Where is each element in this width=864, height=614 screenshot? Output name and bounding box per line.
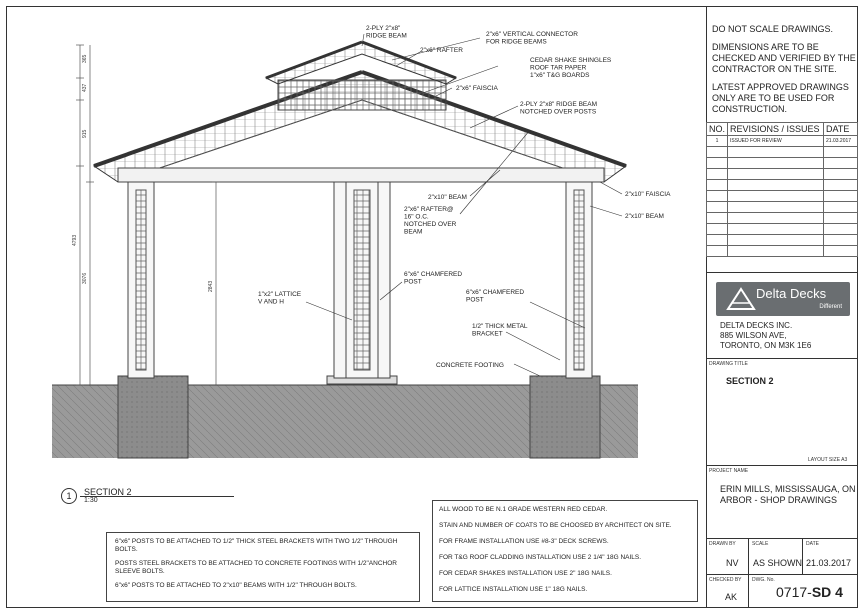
callout-beam-2x10: 2"x10" BEAM [428, 194, 467, 201]
company-street: 885 WILSON AVE, [720, 331, 787, 340]
callout-faiscia-right: 2"x10" FAISCIA [625, 191, 671, 198]
post-note: POSTS STEEL BRACKETS TO BE ATTACHED TO C… [115, 560, 397, 575]
footing-left [117, 375, 189, 459]
general-note: FOR FRAME INSTALLATION USE #8-3" DECK SC… [439, 538, 609, 545]
company-name: DELTA DECKS INC. [720, 321, 793, 330]
dim-4793: 4793 [72, 235, 78, 246]
leader-lines [305, 33, 623, 377]
note-dimensions: DIMENSIONS ARE TO BE CHECKED AND VERIFIE… [712, 42, 856, 74]
date-value: 21.03.2017 [806, 558, 852, 568]
section-scale: 1:30 [84, 497, 98, 504]
general-note: FOR T&G ROOF CLADDING INSTALLATION USE 2… [439, 554, 642, 561]
post-note: 6"x6" POSTS TO BE ATTACHED TO 1/2" THICK… [115, 538, 398, 553]
footing-right [529, 375, 601, 459]
dim-365: 365 [82, 54, 88, 63]
general-notes-box: ALL WOOD TO BE N.1 GRADE WESTERN RED CED… [432, 500, 698, 602]
date-label: DATE [806, 541, 819, 547]
callout-rafter-top: 2"x6" RAFTER [420, 47, 463, 54]
project-name-label: PROJECT NAME [709, 468, 749, 474]
tb-divider [706, 574, 858, 575]
tb-vertical [748, 538, 749, 608]
dwg-no: 0717-SD 4 [776, 584, 843, 600]
checked-by: AK [725, 592, 738, 602]
note-no-scale: DO NOT SCALE DRAWINGS. [712, 24, 834, 34]
company-city: TORONTO, ON M3K 1E6 [720, 341, 812, 350]
callout-faiscia-top: 2"x6" FAISCIA [456, 85, 498, 92]
dwg-no-prefix: 0717- [776, 584, 812, 600]
section-title: SECTION 2 [84, 487, 132, 497]
main-beam [117, 167, 605, 183]
title-block [706, 6, 858, 608]
general-note: ALL WOOD TO BE N.1 GRADE WESTERN RED CED… [439, 506, 608, 513]
general-note: STAIN AND NUMBER OF COATS TO BE CHOOSED … [439, 522, 672, 529]
dim-915: 915 [82, 129, 88, 138]
post-note: 6"x6" POSTS TO BE ATTACHED TO 2"x10" BEA… [115, 582, 357, 589]
table-row: 1 ISSUED FOR REVIEW 21.03.2017 [705, 135, 858, 147]
rev-no: 1 [705, 135, 729, 147]
drawing-title-label: DRAWING TITLE [709, 361, 748, 367]
tb-divider [706, 538, 858, 539]
rev-desc: ISSUED FOR REVIEW [727, 135, 825, 147]
drawn-by-label: DRAWN BY [709, 541, 736, 547]
rev-header-desc: REVISIONS / ISSUES [727, 122, 825, 136]
callout-footing: CONCRETE FOOTING [436, 362, 504, 369]
rev-header-date: DATE [823, 122, 858, 136]
company-address: DELTA DECKS INC. 885 WILSON AVE, TORONTO… [720, 321, 811, 351]
layout-size: LAYOUT SIZE A3 [808, 457, 848, 463]
tb-vertical [802, 538, 803, 574]
section-number: 1 [61, 488, 77, 504]
rev-date: 21.03.2017 [823, 135, 858, 147]
callout-beam-right: 2"x10" BEAM [625, 213, 664, 220]
tb-divider [706, 465, 858, 466]
post-notes-box: 6"x6" POSTS TO BE ATTACHED TO 1/2" THICK… [106, 532, 420, 602]
callout-ridge-beam: 2-PLY 2"x8"RIDGE BEAM [366, 25, 407, 40]
tb-divider [706, 358, 858, 359]
company-logo: Delta Decks Different [716, 282, 850, 316]
drawing-title: SECTION 2 [726, 376, 774, 386]
scale-value: AS SHOWN [753, 558, 803, 568]
dim-3076: 3076 [82, 273, 88, 284]
general-note: FOR LATTICE INSTALLATION USE 1" 18G NAIL… [439, 586, 588, 593]
rev-header-no: NO. [705, 122, 729, 136]
dimension-lines [76, 44, 220, 386]
checked-by-label: CHECKED BY [709, 577, 742, 583]
cupola-lattice [277, 79, 447, 111]
sheet-border [6, 6, 858, 608]
section-underline [80, 496, 234, 497]
delta-logo-icon [726, 287, 756, 310]
logo-tagline: Different [819, 304, 842, 310]
dim-2843: 2843 [208, 281, 214, 292]
drawn-by: NV [726, 558, 739, 568]
revisions-table: NO. REVISIONS / ISSUES DATE 1 ISSUED FOR… [705, 122, 858, 257]
general-note: FOR CEDAR SHAKES INSTALLATION USE 2" 18G… [439, 570, 612, 577]
logo-name: Delta Decks [756, 286, 827, 301]
section-drawing: 365 437 915 4793 3076 2843 2-PLY [52, 25, 671, 459]
tb-divider [706, 272, 858, 273]
dim-437: 437 [82, 83, 88, 92]
project-name: ERIN MILLS, MISSISSAUGA, ON ARBOR - SHOP… [720, 484, 856, 505]
dwg-no-label: DWG. No. [752, 577, 775, 583]
post-mid-left [333, 181, 347, 379]
note-approved: LATEST APPROVED DRAWINGS ONLY ARE TO BE … [712, 82, 849, 114]
dwg-no-suffix: SD 4 [811, 584, 843, 600]
scale-label: SCALE [752, 541, 769, 547]
